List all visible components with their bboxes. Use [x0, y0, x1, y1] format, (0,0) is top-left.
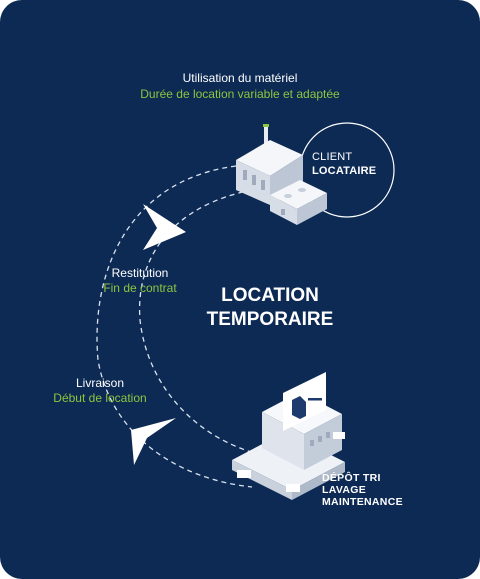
- depot-label-line3: MAINTENANCE: [322, 496, 403, 508]
- client-label-line2: LOCATAIRE: [312, 165, 377, 177]
- client-label-line1: CLIENT: [312, 151, 353, 163]
- livraison-title: Livraison: [75, 376, 125, 390]
- outer-cycle-arc: [96, 164, 253, 488]
- inner-cycle-arc: [138, 189, 263, 456]
- center-label-line2: TEMPORAIRE: [206, 309, 334, 330]
- usage-subtitle: Durée de location variable et adaptée: [140, 87, 340, 101]
- livraison-subtitle: Début de location: [53, 391, 147, 405]
- client-building-icon: [236, 124, 327, 225]
- depot-label-line1: DÉPÔT TRI: [322, 472, 381, 484]
- depot-building-icon: [232, 372, 345, 500]
- delivery-arrow-icon: [131, 418, 176, 465]
- restitution-subtitle: Fin de contrat: [103, 281, 177, 295]
- restitution-title: Restitution: [111, 266, 169, 280]
- center-label-line1: LOCATION: [221, 285, 319, 306]
- usage-title: Utilisation du matériel: [182, 71, 298, 85]
- depot-label-line2: LAVAGE: [322, 484, 366, 496]
- return-arrow-icon: [143, 204, 186, 250]
